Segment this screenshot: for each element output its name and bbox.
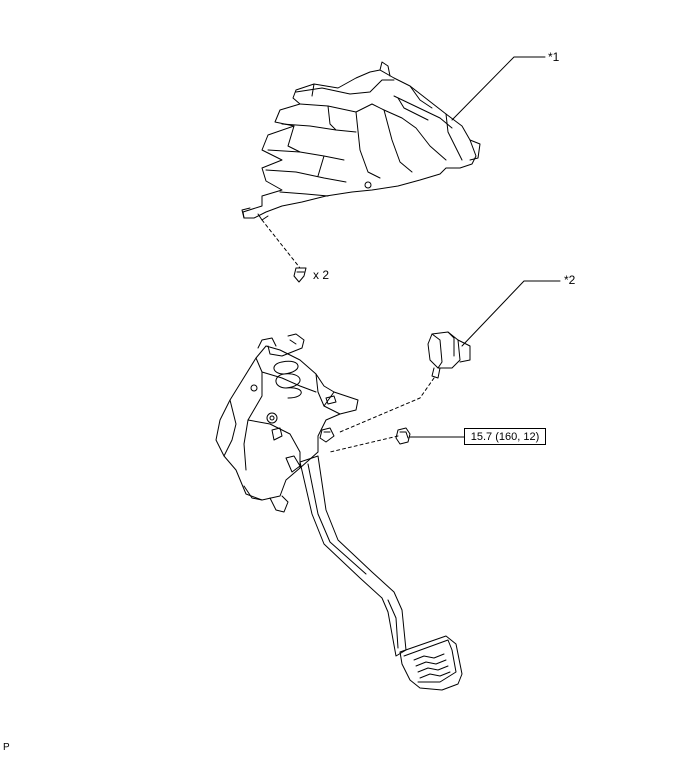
leader-line-part1 bbox=[451, 56, 546, 121]
brake-pedal-arm bbox=[299, 455, 463, 691]
nut-icon bbox=[395, 427, 411, 445]
clip-quantity-label: x 2 bbox=[313, 268, 330, 282]
leader-line-part2 bbox=[461, 280, 561, 347]
clip-icon bbox=[293, 267, 307, 283]
switch-install-line bbox=[339, 377, 435, 433]
callout-label-part2: *2 bbox=[564, 273, 576, 287]
stop-lamp-switch-part bbox=[427, 331, 471, 379]
torque-spec-box: 15.7 (160, 12) bbox=[464, 428, 546, 445]
pedal-cover-part bbox=[241, 61, 481, 221]
clip-install-line bbox=[261, 219, 301, 269]
corner-code-label: P bbox=[3, 742, 10, 753]
nut-install-line bbox=[329, 435, 399, 453]
brake-pedal-bracket bbox=[215, 333, 359, 513]
callout-label-part1: *1 bbox=[548, 50, 560, 64]
